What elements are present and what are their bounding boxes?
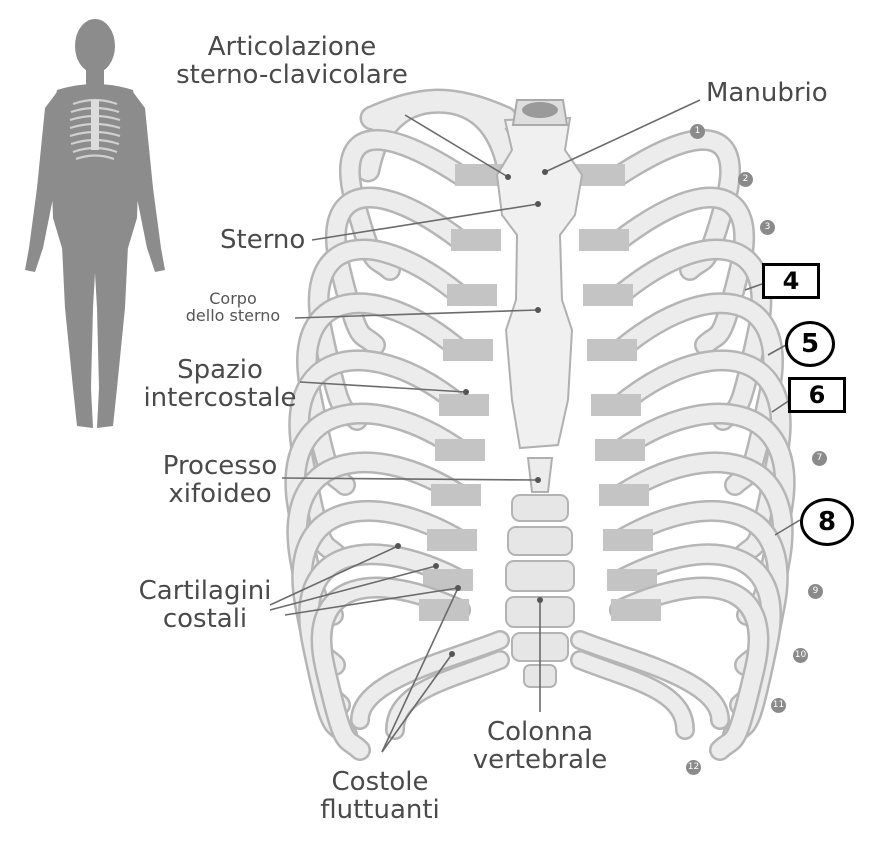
label-articolazione: Articolazionesterno-clavicolare <box>172 33 412 89</box>
rib-number-1: 1 <box>690 124 705 139</box>
cartilage <box>431 484 481 506</box>
label-sterno: Sterno <box>220 226 305 254</box>
rib-number-3: 3 <box>760 220 775 235</box>
label-colonna-vertebrale: Colonnavertebrale <box>460 718 620 774</box>
label-manubrio: Manubrio <box>706 79 828 107</box>
cartilage <box>435 439 485 461</box>
cartilage <box>595 439 645 461</box>
cartilage <box>611 599 661 621</box>
rib-number-8-circle: 8 <box>800 498 854 546</box>
cartilage <box>599 484 649 506</box>
rib-number-11: 11 <box>771 698 786 713</box>
rib-number-6-box: 6 <box>788 377 846 413</box>
cartilage <box>603 529 653 551</box>
cartilage <box>591 394 641 416</box>
cartilage <box>427 529 477 551</box>
cartilage <box>583 284 633 306</box>
rib-number-9: 9 <box>808 584 823 599</box>
cartilage <box>443 339 493 361</box>
rib-number-2: 2 <box>738 172 753 187</box>
label-corpo-sterno: Corpodello sterno <box>168 290 298 325</box>
rib-number-4-box: 4 <box>762 263 820 299</box>
cartilage <box>451 229 501 251</box>
label-processo-xifoideo: Processoxifoideo <box>150 452 290 508</box>
cartilage <box>447 284 497 306</box>
label-spazio-intercostale: Spaziointercostale <box>140 356 300 412</box>
cartilage <box>579 229 629 251</box>
rib-number-5-circle: 5 <box>785 321 835 367</box>
cartilage <box>587 339 637 361</box>
rib-number-10: 10 <box>793 648 808 663</box>
label-costole-fluttuanti: Costolefluttuanti <box>300 768 460 824</box>
label-cartilagini-costali: Cartilaginicostali <box>130 577 280 633</box>
rib-number-12: 12 <box>686 760 701 775</box>
cartilage <box>439 394 489 416</box>
rib-number-7: 7 <box>812 451 827 466</box>
